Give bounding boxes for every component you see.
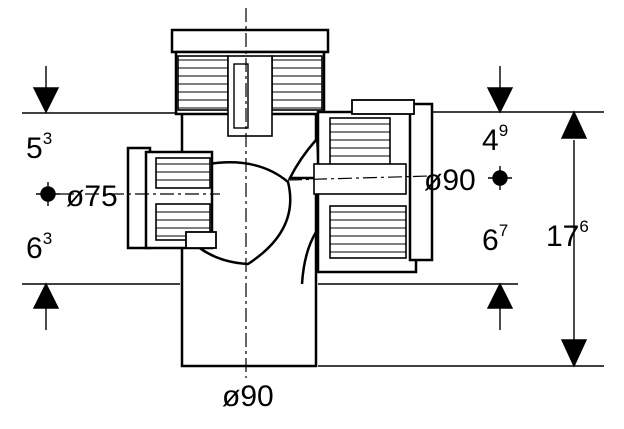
main-pipe-diameter: ø90	[222, 380, 274, 413]
center-marks	[36, 166, 512, 206]
right-bottom-dim: 67	[482, 221, 508, 257]
right-branch-diameter: ø90	[424, 164, 476, 197]
left-branch-diameter: ø75	[66, 180, 118, 213]
top-socket	[170, 28, 330, 137]
right-top-dim: 49	[482, 121, 508, 157]
center-lines	[60, 8, 431, 378]
left-top-dim: 53	[26, 129, 52, 165]
left-bottom-dim: 63	[26, 229, 52, 265]
right-branch	[287, 99, 434, 285]
left-branch	[126, 146, 292, 266]
dimension-arrows	[32, 66, 588, 368]
total-dim: 176	[546, 217, 589, 253]
